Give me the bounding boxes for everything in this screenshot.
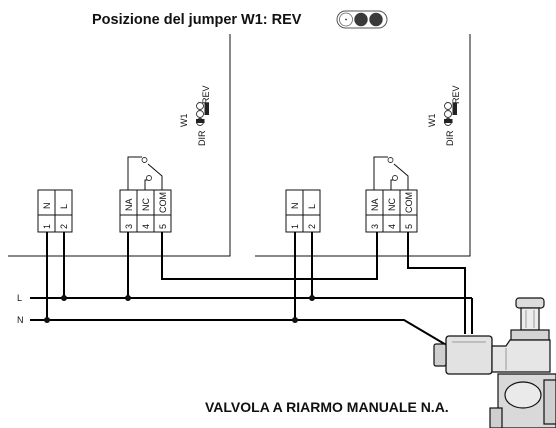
terminal-label-na: NA: [370, 198, 380, 211]
unit-b-power-terminal-block: N L 1 2: [285, 189, 321, 233]
terminal-label-com: COM: [404, 192, 414, 213]
terminal-number-5: 5: [404, 224, 414, 229]
terminal-number-5: 5: [158, 224, 168, 229]
line-n-to-valve-wire: [330, 319, 449, 347]
terminal-label-nc: NC: [141, 198, 151, 211]
unit-a-jumper-rev: REV: [201, 85, 211, 104]
unit-a-jumper-w1: W1: [179, 114, 189, 128]
unit-a-jumper: W1 REV DIR: [179, 85, 211, 146]
terminal-label-l: L: [307, 204, 317, 209]
line-label-l: L: [17, 293, 22, 303]
terminal-label-nc: NC: [387, 198, 397, 211]
terminal-label-n: N: [42, 203, 52, 210]
unit-a-power-terminal-block: N L 1 2: [37, 189, 73, 233]
terminal-number-1: 1: [42, 224, 52, 229]
unit-b-jumper-dir: DIR: [445, 130, 455, 146]
unit-b-jumper-rev: REV: [451, 85, 461, 104]
unit-b-com-to-valve-wire: [407, 232, 466, 334]
unit-b-relay-contact: [373, 156, 409, 190]
terminal-label-com: COM: [158, 192, 168, 213]
unit-a-jumper-dir: DIR: [197, 130, 207, 146]
unit-b-outline: [255, 34, 471, 257]
terminal-label-l: L: [59, 204, 69, 209]
terminal-number-1: 1: [290, 224, 300, 229]
unit-b-jumper: W1 REV DIR: [427, 85, 461, 146]
terminal-number-4: 4: [387, 224, 397, 229]
terminal-number-4: 4: [141, 224, 151, 229]
unit-a-outline: [8, 34, 231, 257]
terminal-number-2: 2: [307, 224, 317, 229]
jumper-legend-icon: [336, 10, 388, 29]
unit-a-relay-contact: [127, 156, 163, 190]
terminal-number-2: 2: [59, 224, 69, 229]
unit-b-relay-terminal-block: NA NC COM 3 4 5: [365, 189, 418, 233]
junction-dots: [44, 295, 315, 323]
diagram-title: Posizione del jumper W1: REV: [92, 12, 302, 28]
manual-reset-valve-icon: [433, 297, 556, 428]
terminal-number-3: 3: [124, 224, 134, 229]
terminal-number-3: 3: [370, 224, 380, 229]
terminal-label-n: N: [290, 203, 300, 210]
valve-caption: VALVOLA A RIARMO MANUALE N.A.: [205, 399, 449, 415]
unit-a-com-to-unit-b-na-wire: [161, 232, 378, 280]
unit-b-jumper-w1: W1: [427, 114, 437, 128]
line-label-n: N: [17, 315, 24, 325]
unit-a-relay-terminal-block: NA NC COM 3 4 5: [119, 189, 172, 233]
terminal-label-na: NA: [124, 198, 134, 211]
